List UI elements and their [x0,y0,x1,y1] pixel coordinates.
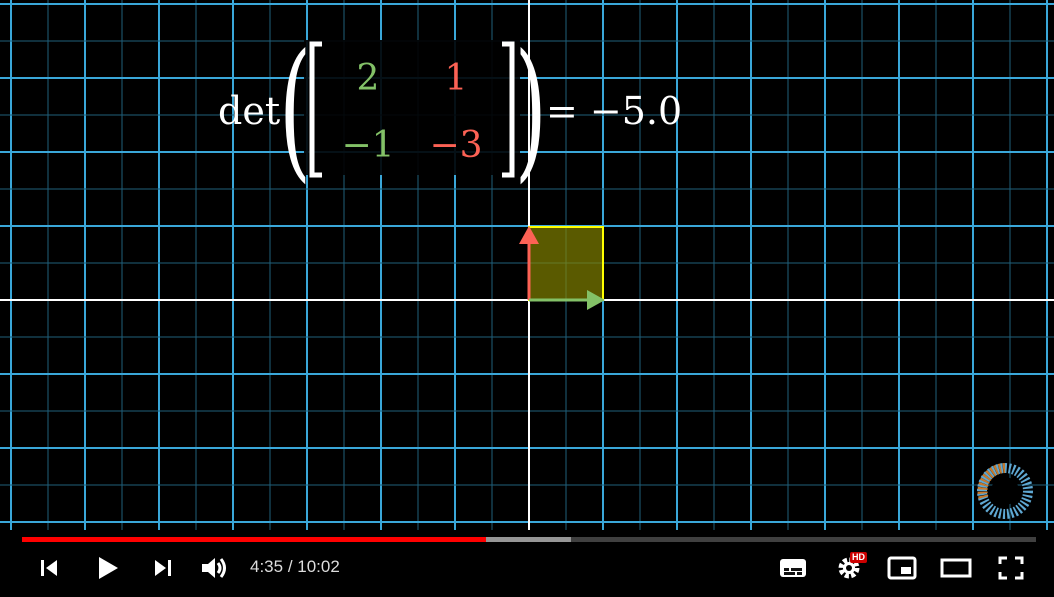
matrix-cell-c: −1 [341,125,394,166]
matrix-backdrop [304,40,520,175]
hd-badge: HD [850,552,867,563]
matrix-cell-a: 2 [357,58,380,99]
right-bracket [502,41,515,178]
play-icon [99,557,118,579]
basis-vector-j-hat [519,226,539,300]
miniplayer-button[interactable] [884,550,920,586]
fullscreen-button[interactable] [994,550,1028,586]
volume-button[interactable] [198,550,232,586]
matrix-cell-d: −3 [429,125,482,166]
miniplayer-icon [887,556,917,580]
determinant-formula: det ( ) 2 1 −1 −3 = −5.0 [218,22,682,197]
time-display: 4:35 / 10:02 [250,557,340,577]
skip-next-icon [155,560,171,576]
fullscreen-icon [998,556,1024,580]
unit-square-area [528,226,604,301]
play-button[interactable] [90,550,124,586]
time-separator: / [283,557,298,576]
settings-button[interactable]: HD [832,550,867,586]
volume-icon [202,558,226,578]
left-paren: ( [279,22,311,197]
gear-icon [838,557,860,579]
progress-bar[interactable] [22,537,1036,542]
theater-mode-button[interactable] [938,550,974,586]
duration: 10:02 [297,557,340,576]
det-label: det [218,89,280,133]
loading-spinner-icon [977,463,1033,519]
previous-button[interactable] [34,550,64,586]
theater-mode-icon [940,558,972,578]
determinant-result: = −5.0 [546,89,682,133]
next-button[interactable] [148,550,178,586]
subtitles-button[interactable] [776,550,810,586]
current-time: 4:35 [250,557,284,576]
skip-previous-icon [41,560,57,576]
left-bracket [309,41,322,178]
played-bar [22,537,487,542]
right-paren: ) [515,22,547,197]
basis-vector-i-hat [529,290,605,310]
subtitles-icon [780,559,806,577]
matrix-cell-b: 1 [445,58,468,99]
